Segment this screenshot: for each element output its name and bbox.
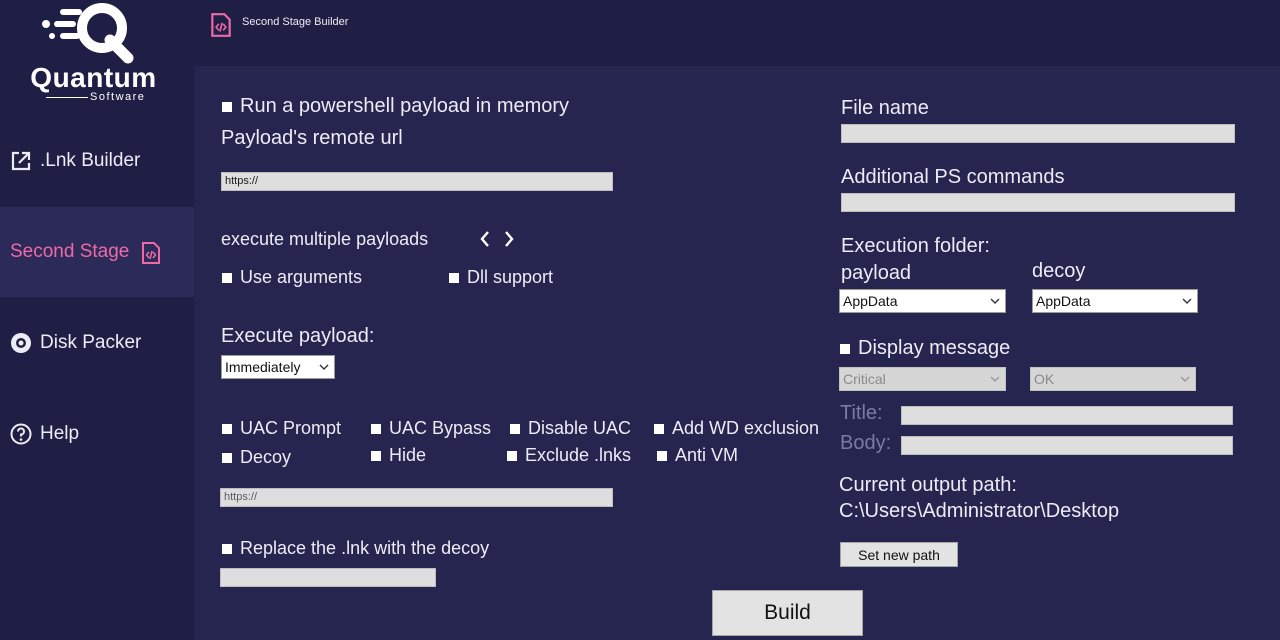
quantum-logo-icon — [42, 3, 134, 64]
execute-payload-select[interactable]: Immediately — [221, 355, 335, 379]
checkbox-box — [654, 423, 664, 434]
sidebar-item-lnk-builder[interactable]: .Lnk Builder — [0, 116, 194, 206]
sidebar: Quantum Software .Lnk Builder Second Sta… — [0, 0, 194, 640]
sidebar-item-label: .Lnk Builder — [40, 150, 141, 171]
title-bar: Second Stage Builder — [194, 0, 1280, 66]
checkbox-box — [222, 452, 232, 463]
disable-uac-label: Disable UAC — [528, 418, 632, 438]
payload-folder-value: AppData — [843, 293, 898, 309]
checkbox-box — [371, 423, 381, 434]
anti-vm-checkbox[interactable]: Anti VM — [657, 445, 738, 466]
execute-payload-label: Execute payload: — [221, 325, 375, 347]
remote-url-label: Payload's remote url — [221, 127, 403, 149]
use-arguments-checkbox[interactable]: Use arguments — [222, 267, 362, 288]
build-button[interactable]: Build — [712, 590, 863, 636]
output-path-value: C:\Users\Administrator\Desktop — [839, 500, 1120, 522]
logo-subtitle: Software — [90, 91, 146, 103]
use-arguments-label: Use arguments — [240, 267, 363, 287]
decoy-folder-select[interactable]: AppData — [1032, 289, 1198, 313]
checkbox-box — [507, 450, 517, 461]
help-icon — [10, 423, 32, 445]
disable-uac-checkbox[interactable]: Disable UAC — [510, 418, 631, 439]
message-button-value: OK — [1034, 371, 1055, 387]
sidebar-item-second-stage[interactable]: Second Stage — [0, 207, 194, 297]
decoy-folder-value: AppData — [1036, 293, 1091, 309]
disk-icon — [10, 332, 32, 354]
decoy-url-input[interactable]: https:// — [220, 488, 613, 507]
chevron-down-icon — [988, 372, 1002, 386]
uac-prompt-label: UAC Prompt — [240, 418, 342, 438]
chevron-down-icon — [1178, 372, 1192, 386]
additional-ps-label: Additional PS commands — [841, 166, 1065, 188]
checkbox-box — [222, 423, 232, 434]
sidebar-item-label: Help — [40, 423, 80, 444]
set-new-path-button[interactable]: Set new path — [840, 542, 958, 567]
file-name-input[interactable] — [841, 124, 1235, 143]
sidebar-item-help[interactable]: Help — [0, 389, 194, 479]
dll-support-label: Dll support — [467, 267, 554, 287]
run-ps-label: Run a powershell payload in memory — [240, 95, 570, 117]
payload-folder-label: payload — [841, 262, 912, 284]
chevron-right-icon[interactable] — [502, 230, 516, 248]
add-wd-exclusion-checkbox[interactable]: Add WD exclusion — [654, 418, 819, 439]
sidebar-item-disk-packer[interactable]: Disk Packer — [0, 298, 194, 388]
uac-prompt-checkbox[interactable]: UAC Prompt — [222, 418, 341, 439]
output-path-label: Current output path: — [839, 474, 1017, 496]
checkbox-box — [449, 272, 459, 283]
decoy-folder-label: decoy — [1032, 260, 1086, 282]
execution-folder-label: Execution folder: — [841, 235, 990, 257]
hide-checkbox[interactable]: Hide — [371, 445, 426, 466]
chevron-down-icon — [988, 294, 1002, 308]
checkbox-box — [840, 343, 850, 354]
additional-ps-input[interactable] — [841, 193, 1235, 212]
message-body-label: Body: — [840, 432, 892, 454]
logo-text: Quantum — [30, 62, 157, 93]
message-type-value: Critical — [843, 371, 886, 387]
uac-bypass-checkbox[interactable]: UAC Bypass — [371, 418, 491, 439]
payload-folder-select[interactable]: AppData — [839, 289, 1006, 313]
multi-payloads-label: execute multiple payloads — [221, 229, 429, 249]
hide-label: Hide — [389, 445, 427, 465]
second-stage-panel: Run a powershell payload in memory Paylo… — [194, 66, 1280, 640]
display-message-label: Display message — [858, 337, 1011, 359]
sidebar-item-label: Disk Packer — [40, 332, 142, 353]
message-body-input[interactable] — [901, 436, 1233, 455]
file-name-label: File name — [841, 97, 929, 119]
chevron-down-icon — [317, 360, 331, 374]
decoy-checkbox[interactable]: Decoy — [222, 447, 291, 468]
replace-lnk-checkbox[interactable]: Replace the .lnk with the decoy — [222, 538, 489, 559]
checkbox-box — [371, 450, 381, 461]
replace-lnk-label: Replace the .lnk with the decoy — [240, 538, 490, 558]
message-title-input[interactable] — [901, 406, 1233, 425]
checkbox-box — [222, 101, 232, 112]
checkbox-box — [657, 450, 667, 461]
message-type-select[interactable]: Critical — [839, 367, 1006, 391]
exclude-lnks-label: Exclude .lnks — [525, 445, 632, 465]
chevron-down-icon — [1180, 294, 1194, 308]
message-title-label: Title: — [840, 402, 883, 424]
exclude-lnks-checkbox[interactable]: Exclude .lnks — [507, 445, 631, 466]
uac-bypass-label: UAC Bypass — [389, 418, 492, 438]
checkbox-box — [510, 423, 520, 434]
execute-payload-value: Immediately — [225, 359, 301, 375]
checkbox-box — [222, 272, 232, 283]
run-ps-checkbox[interactable]: Run a powershell payload in memory — [222, 95, 569, 118]
code-file-icon — [141, 241, 163, 264]
display-message-checkbox[interactable]: Display message — [840, 337, 1010, 360]
external-link-icon — [10, 150, 32, 172]
dll-support-checkbox[interactable]: Dll support — [449, 267, 553, 288]
anti-vm-label: Anti VM — [675, 445, 739, 465]
remote-url-input[interactable]: https:// — [221, 172, 613, 191]
sidebar-item-label: Second Stage — [10, 241, 130, 262]
message-button-select[interactable]: OK — [1030, 367, 1196, 391]
window-title: Second Stage Builder — [242, 16, 349, 28]
code-file-icon — [211, 13, 231, 37]
logo-divider — [46, 97, 88, 98]
replace-lnk-input[interactable] — [220, 568, 436, 587]
chevron-left-icon[interactable] — [478, 230, 492, 248]
checkbox-box — [222, 543, 232, 554]
decoy-label: Decoy — [240, 447, 292, 467]
add-wd-exclusion-label: Add WD exclusion — [672, 418, 820, 438]
